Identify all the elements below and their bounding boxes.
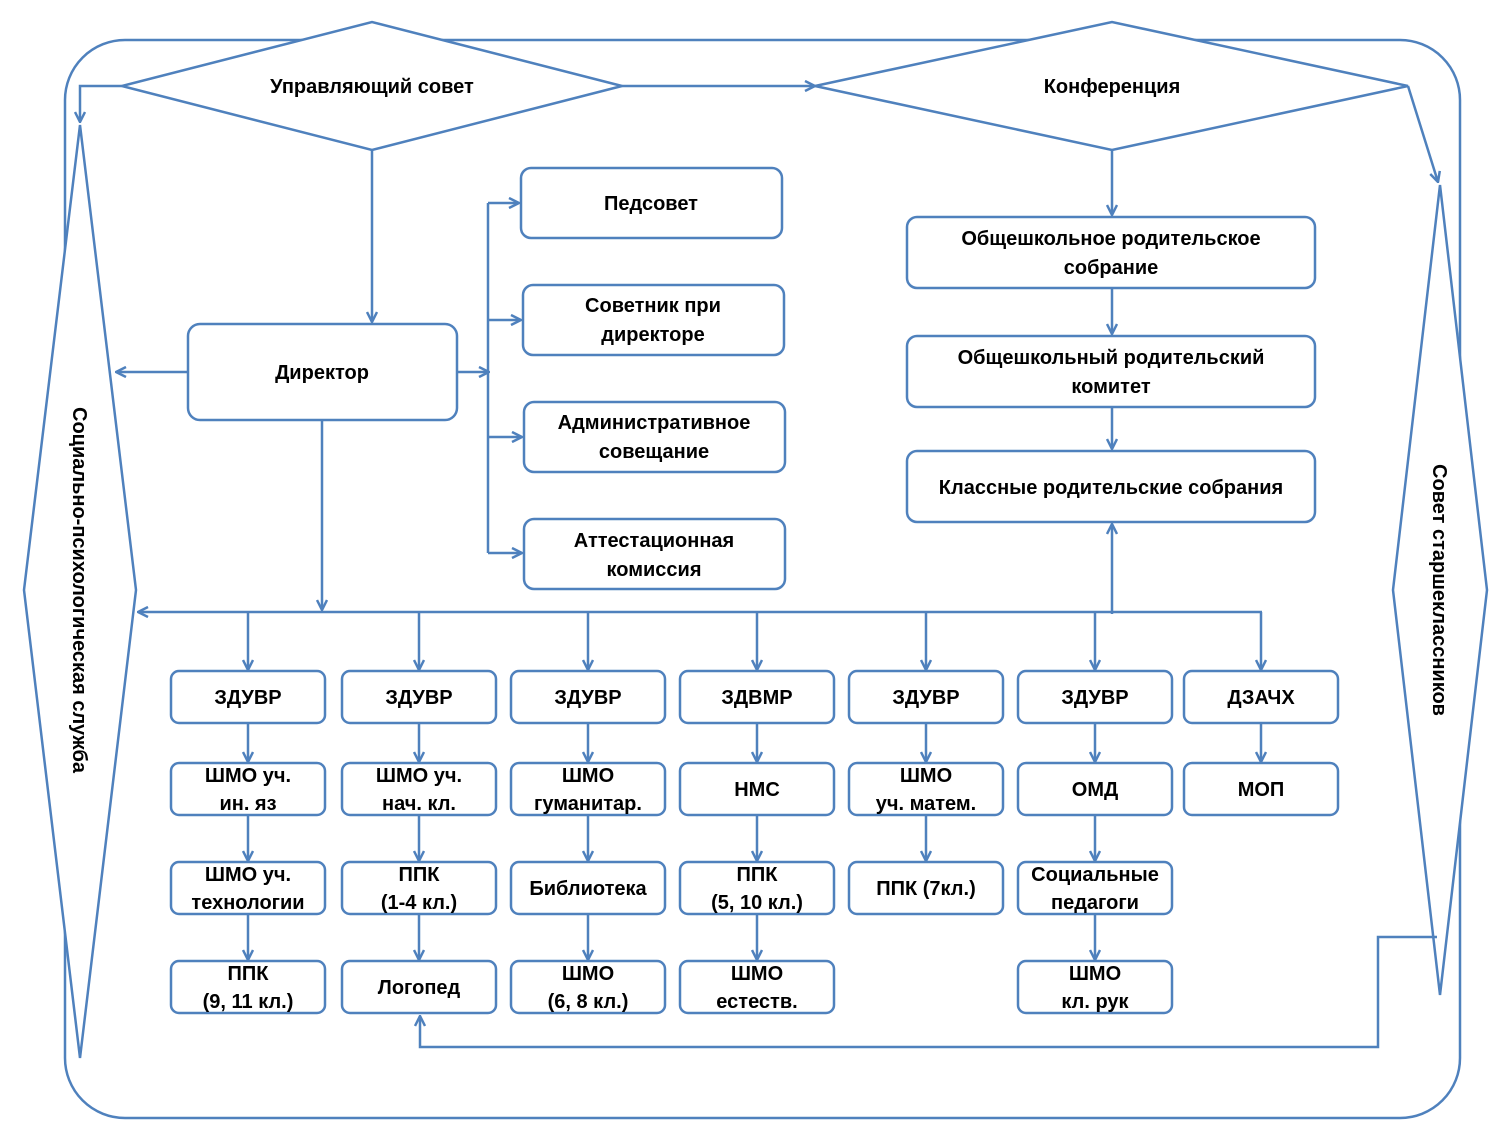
- col1-item3-label-line2: (9, 11 кл.): [203, 991, 294, 1013]
- advisor-label-line2: директоре: [601, 324, 704, 346]
- col5-item1-label-line2: уч. матем.: [876, 793, 977, 815]
- col3-head-box: [509, 669, 667, 725]
- col3-item1-label-line2: гуманитар.: [534, 793, 642, 815]
- col1-item2-box: [169, 860, 327, 916]
- col6-item2-label-line2: педагоги: [1051, 892, 1139, 914]
- col3-head-label: ЗДУВР: [554, 687, 621, 709]
- col2-item2-box: [340, 860, 498, 916]
- senior-council-shape: [1391, 184, 1489, 996]
- admin-meeting-label-line2: совещание: [599, 441, 709, 463]
- col2-head-box: [340, 669, 498, 725]
- col1-item1-label-line2: ин. яз: [219, 793, 276, 815]
- col3-item1-label-line1: ШМО: [562, 765, 614, 787]
- parent-committee-line2: комитет: [1071, 376, 1150, 398]
- col5-item2-label: ППК (7кл.): [876, 878, 975, 900]
- col4-head-box: [678, 669, 836, 725]
- col2-item3-box: [340, 959, 498, 1015]
- col6-item2-label-line1: Социальные: [1031, 864, 1159, 886]
- parent-committee-line1: Общешкольный родительский: [958, 347, 1265, 369]
- col2-item1-label-line2: нач. кл.: [382, 793, 456, 815]
- parent-committee-box: [905, 334, 1317, 409]
- director-box: [186, 322, 459, 422]
- col6-item1-label: ОМД: [1072, 779, 1118, 801]
- col5-item1-box: [847, 761, 1005, 817]
- social-psych-service-label: Социально-психологическая служба: [68, 407, 90, 774]
- col6-head-box: [1016, 669, 1174, 725]
- col4-head-label: ЗДВМР: [721, 687, 792, 709]
- col7-item1-box: [1182, 761, 1340, 817]
- col1-item3-box: [169, 959, 327, 1015]
- council-to-social-arrow: [80, 84, 122, 122]
- attestation-label-line1: Аттестационная: [574, 530, 734, 552]
- col3-item2-label: Библиотека: [529, 878, 647, 900]
- col5-item2-box: [847, 860, 1005, 916]
- col2-item1-label-line1: ШМО уч.: [376, 765, 462, 787]
- school-parent-meeting-line2: собрание: [1064, 257, 1159, 279]
- col6-item3-box: [1016, 959, 1174, 1015]
- col4-item2-box: [678, 860, 836, 916]
- col5-head-box: [847, 669, 1005, 725]
- col4-item3-label-line2: естеств.: [716, 991, 797, 1013]
- column-connectors: [248, 612, 1261, 960]
- col2-item3-label: Логопед: [378, 977, 461, 999]
- school-parent-meeting-line1: Общешкольное родительское: [961, 228, 1260, 250]
- admin-meeting-label-line1: Административное: [558, 412, 751, 434]
- col3-item2-box: [509, 860, 667, 916]
- col2-head-label: ЗДУВР: [385, 687, 452, 709]
- social-psych-service-shape: [22, 124, 138, 1059]
- col5-head-label: ЗДУВР: [892, 687, 959, 709]
- senior-to-logoped-arrow: [420, 935, 1437, 1049]
- conference-label: Конференция: [1044, 76, 1181, 98]
- col7-head-label: ДЗАЧХ: [1227, 687, 1295, 709]
- col4-item1-box: [678, 761, 836, 817]
- col6-item3-label-line1: ШМО: [1069, 963, 1121, 985]
- pedsovet-box: [519, 166, 784, 240]
- col6-item3-label-line2: кл. рук: [1061, 991, 1129, 1013]
- col1-item2-label-line2: технологии: [191, 892, 304, 914]
- col4-item2-label-line1: ППК: [737, 864, 779, 886]
- col6-item2-box: [1016, 860, 1174, 916]
- col2-item2-label-line1: ППК: [399, 864, 441, 886]
- governing-council-label: Управляющий совет: [270, 76, 474, 98]
- col3-item3-label-line1: ШМО: [562, 963, 614, 985]
- col2-item2-label-line2: (1-4 кл.): [381, 892, 457, 914]
- senior-council-label: Совет старшеклассников: [1428, 464, 1450, 716]
- col3-item1-box: [509, 761, 667, 817]
- director-label: Директор: [275, 362, 369, 384]
- class-parent-meetings-box: [905, 449, 1317, 524]
- class-parent-meetings-label: Классные родительские собрания: [939, 477, 1283, 499]
- advisor-box: [521, 283, 786, 357]
- col6-item1-box: [1016, 761, 1174, 817]
- col4-item1-label: НМС: [734, 779, 780, 801]
- col4-item2-label-line2: (5, 10 кл.): [711, 892, 803, 914]
- col1-head-label: ЗДУВР: [214, 687, 281, 709]
- attestation-box: [522, 517, 787, 591]
- col1-item3-label-line1: ППК: [228, 963, 270, 985]
- conference-to-senior-arrow: [1406, 85, 1438, 182]
- advisor-label-line1: Советник при: [585, 295, 721, 317]
- col1-item1-label-line1: ШМО уч.: [205, 765, 291, 787]
- col1-item2-label-line1: ШМО уч.: [205, 864, 291, 886]
- connectors: [80, 84, 1438, 1049]
- col1-head-box: [169, 669, 327, 725]
- col7-item1-label: МОП: [1238, 779, 1285, 801]
- col3-item3-label-line2: (6, 8 кл.): [548, 991, 629, 1013]
- col3-item3-box: [509, 959, 667, 1015]
- col7-head-box: [1182, 669, 1340, 725]
- col1-item1-box: [169, 761, 327, 817]
- col6-head-label: ЗДУВР: [1061, 687, 1128, 709]
- col4-item3-label-line1: ШМО: [731, 963, 783, 985]
- col2-item1-box: [340, 761, 498, 817]
- admin-meeting-box: [522, 400, 787, 474]
- col4-item3-box: [678, 959, 836, 1015]
- col5-item1-label-line1: ШМО: [900, 765, 952, 787]
- pedsovet-label: Педсовет: [604, 193, 698, 215]
- school-parent-meeting-box: [905, 215, 1317, 290]
- attestation-label-line2: комиссия: [607, 559, 702, 581]
